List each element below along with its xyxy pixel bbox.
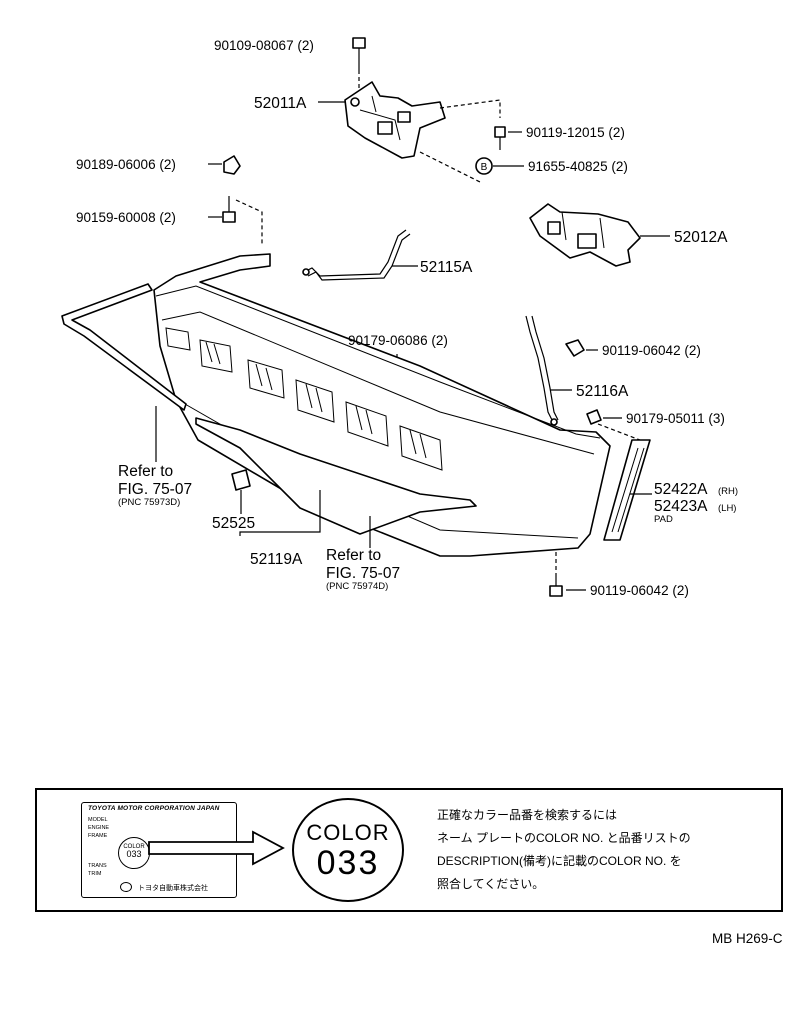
plate-line-trim: TRIM (88, 871, 102, 877)
bumper-cover-52119a (153, 253, 611, 557)
label-52116a: 52116A (576, 383, 629, 400)
washer-mark: B (481, 162, 488, 173)
pad-52422a (603, 439, 652, 541)
plate-line-frame: FRAME (88, 833, 108, 839)
ref-center-line3: (PNC 75974D) (326, 581, 388, 592)
bracket-52012a (529, 203, 670, 267)
plate-color-word: COLOR (123, 844, 145, 850)
plate-maker: トヨタ自動車株式会社 (138, 885, 208, 892)
plate-line-engine: ENGINE (88, 825, 110, 831)
plate-line-trans: TRANS (88, 863, 107, 869)
molding-center (195, 417, 477, 535)
wire-52115a (302, 229, 418, 281)
bolt-90109 (352, 37, 366, 88)
ref-center-line2: FIG. 75-07 (326, 565, 400, 582)
color-note-box: TOYOTA MOTOR CORPORATION JAPAN MODEL ENG… (35, 788, 783, 912)
label-90159-60008: 90159-60008 (2) (76, 210, 176, 225)
plate-line-model: MODEL (88, 817, 108, 823)
label-90109-08067: 90109-08067 (2) (214, 38, 314, 53)
label-52119a: 52119A (250, 551, 303, 568)
label-pad: PAD (654, 514, 673, 525)
ref-left-line2: FIG. 75-07 (118, 481, 192, 498)
illustration-ref-code: MB H269-C (712, 931, 783, 946)
label-90179-06086: 90179-06086 (2) (348, 333, 448, 348)
bolt-90119-06042-top (565, 339, 598, 357)
label-52012a: 52012A (674, 229, 728, 246)
retainer-52525 (231, 469, 251, 514)
plate-title: TOYOTA MOTOR CORPORATION JAPAN (88, 805, 220, 812)
note-line: DESCRIPTION(備考)に記載のCOLOR NO. を (437, 854, 682, 868)
label-52423a-side: (LH) (718, 503, 736, 514)
arrow-right-icon (148, 830, 285, 866)
color-badge: COLOR 033 (292, 798, 404, 902)
color-badge-word: COLOR (306, 820, 390, 845)
label-90119-06042-bottom: 90119-06042 (2) (590, 583, 689, 598)
dash-52011a-bolt (439, 99, 501, 118)
label-90189-06006: 90189-06006 (2) (76, 157, 176, 172)
label-90179-05011: 90179-05011 (3) (626, 411, 725, 426)
wire-52116a (525, 315, 572, 426)
leader-52119a (239, 490, 321, 536)
toyota-logo-icon (120, 882, 132, 892)
molding-left (61, 283, 187, 411)
clip-90179-05011 (586, 409, 641, 441)
bolt-90119-12015 (494, 126, 522, 150)
bolt-90159 (208, 196, 263, 246)
ref-left-line1: Refer to (118, 463, 173, 480)
ref-left-line3: (PNC 75973D) (118, 497, 180, 508)
label-90119-06042-top: 90119-06042 (2) (602, 343, 701, 358)
dash-52011a-washer (419, 151, 481, 183)
bolt-90119-06042-bottom (549, 552, 586, 597)
plate-color-num: 033 (126, 849, 142, 859)
washer-91655: B (475, 157, 524, 175)
color-badge-num: 033 (316, 844, 380, 882)
note-line: 照合してください。 (437, 877, 545, 891)
bracket-52011a (344, 81, 446, 159)
note-line: 正確なカラー品番を検索するには (437, 808, 618, 822)
label-52423a: 52423A (654, 498, 708, 515)
label-91655-40825: 91655-40825 (2) (528, 159, 628, 174)
label-52525: 52525 (212, 515, 255, 532)
label-52422a-side: (RH) (718, 486, 738, 497)
ref-center-line1: Refer to (326, 547, 381, 564)
label-90119-12015: 90119-12015 (2) (526, 125, 625, 140)
note-text: 正確なカラー品番を検索するには ネーム プレートのCOLOR NO. と品番リス… (437, 804, 777, 896)
nut-90189 (208, 155, 241, 175)
note-line: ネーム プレートのCOLOR NO. と品番リストの (437, 831, 691, 845)
label-52011a: 52011A (254, 95, 307, 112)
label-52115a: 52115A (420, 259, 473, 276)
plate-color-circle: COLOR 033 (118, 837, 150, 869)
label-52422a: 52422A (654, 481, 708, 498)
